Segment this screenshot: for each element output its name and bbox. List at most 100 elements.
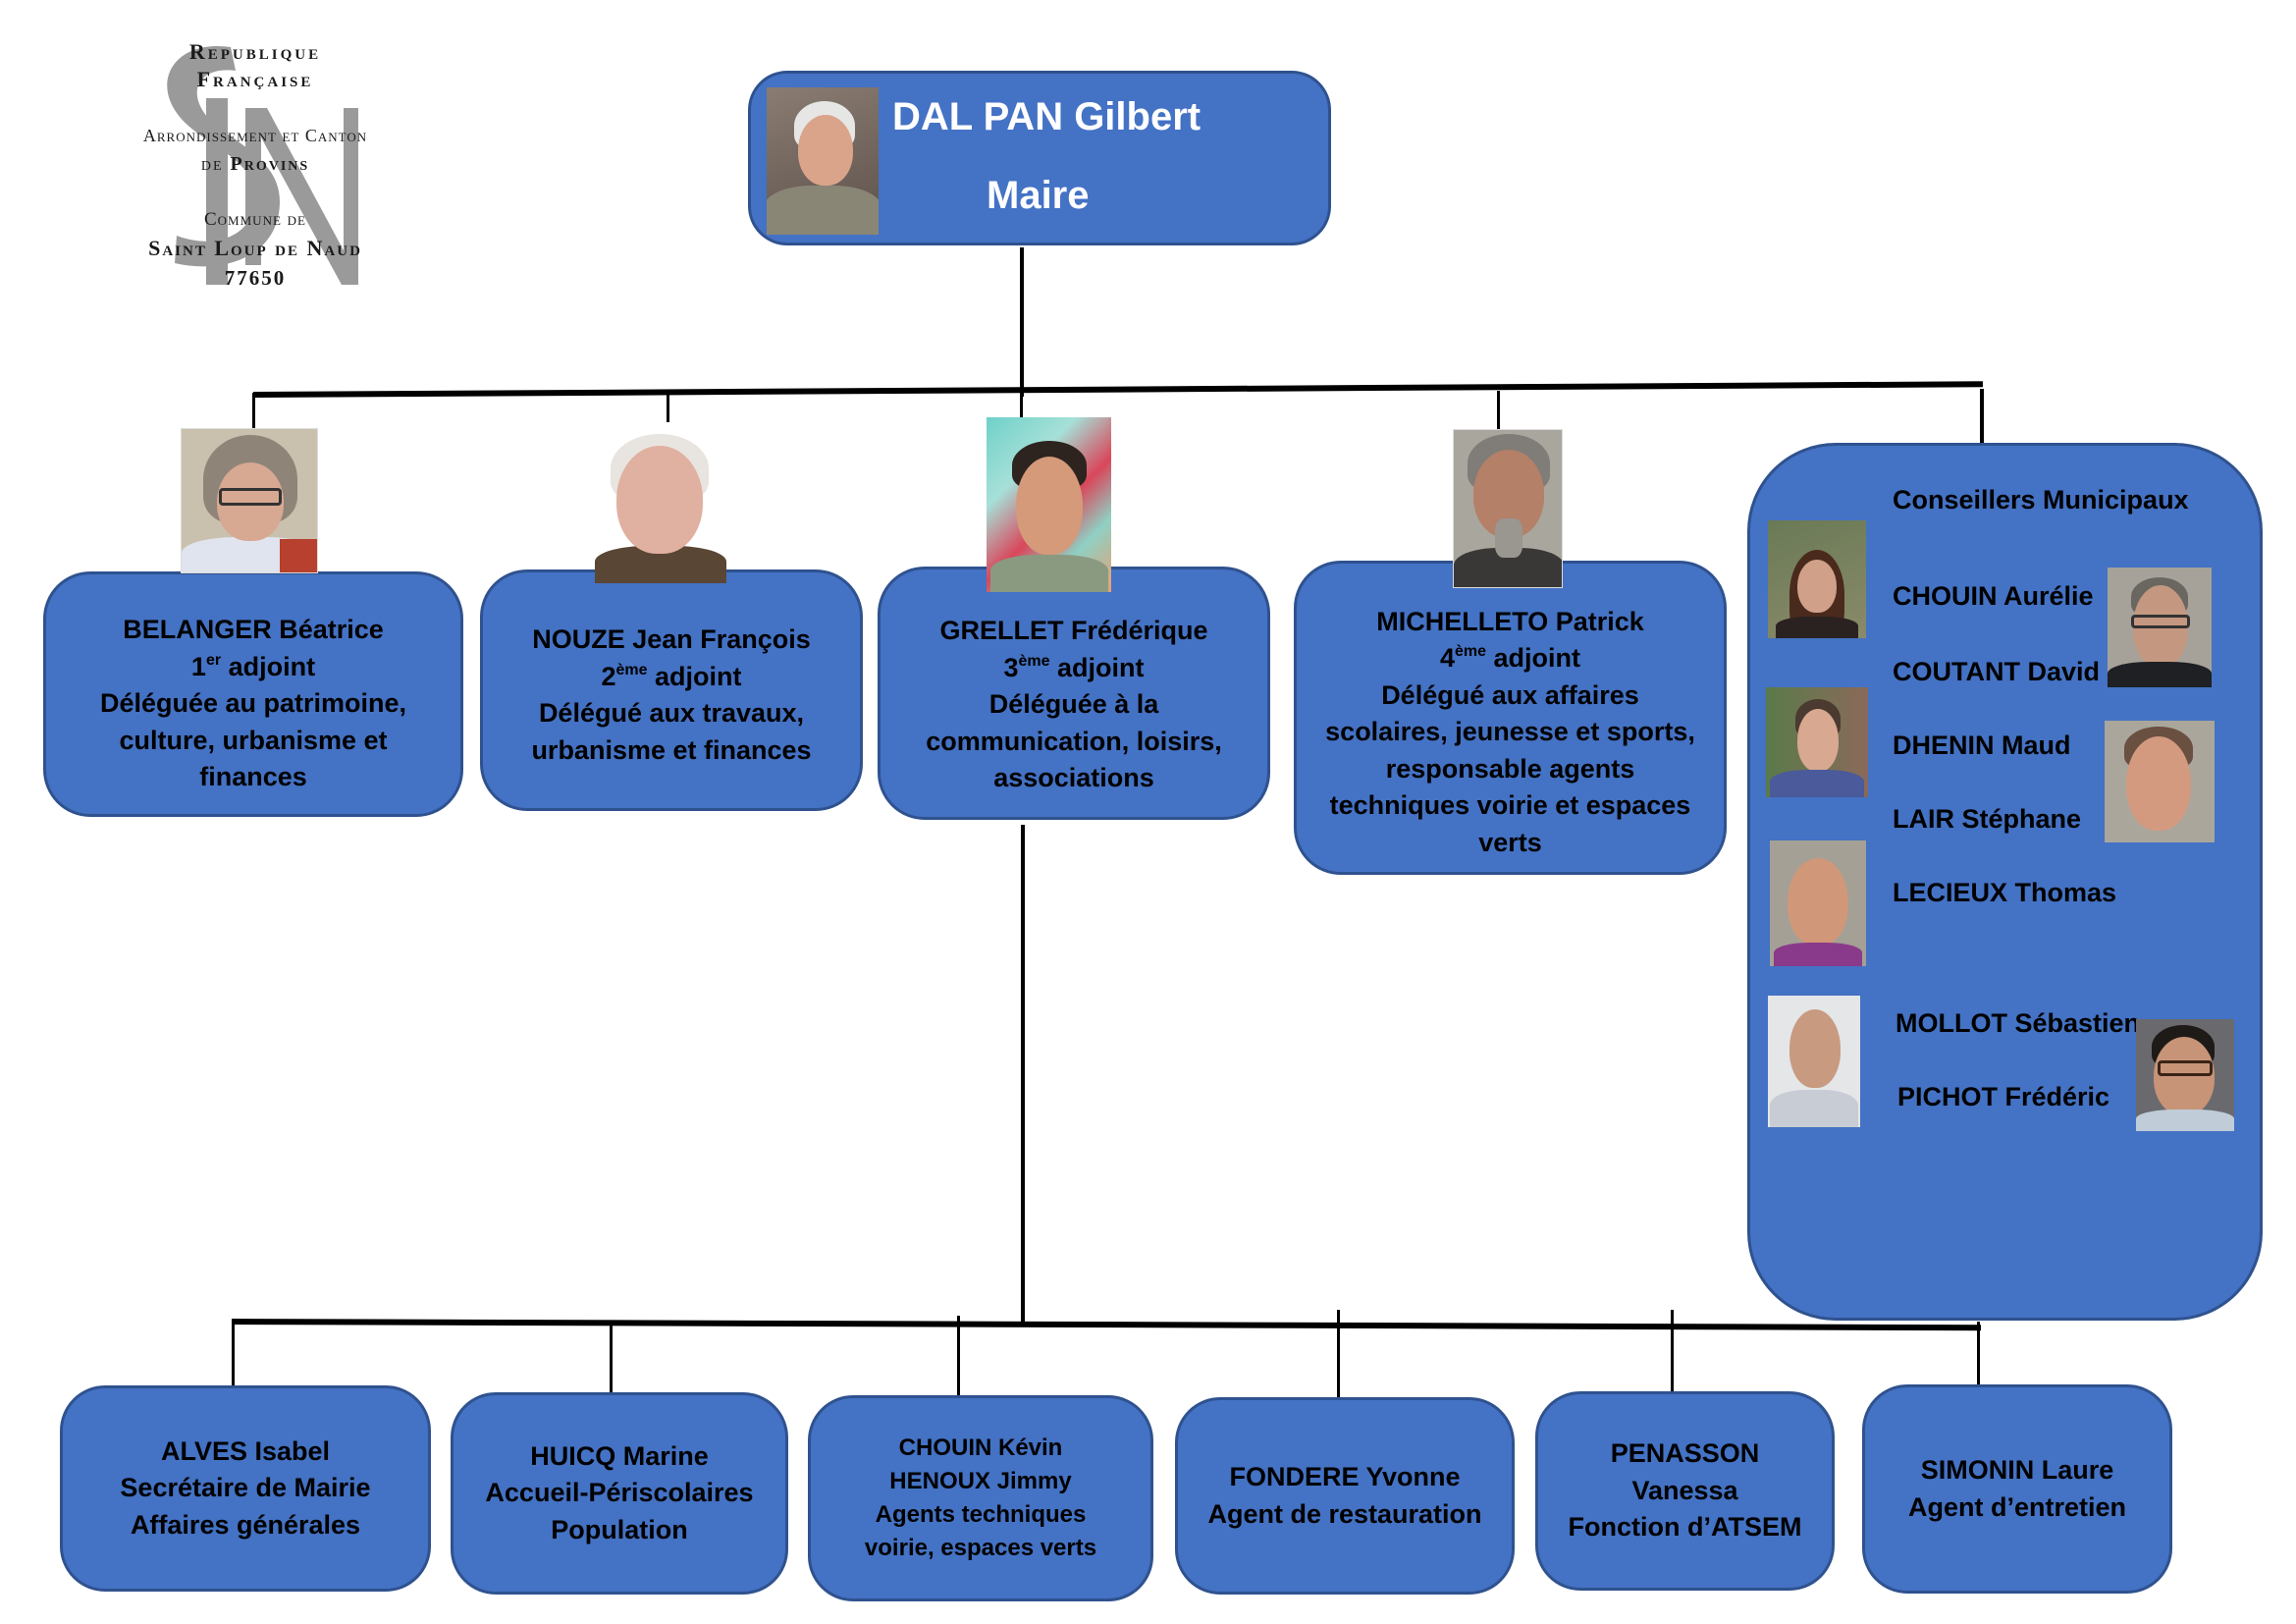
adjoint-rank: 2ème adjoint [601, 659, 741, 696]
conseiller-name: MOLLOT Sébastien [1896, 1008, 2141, 1038]
agent-box-6[interactable]: SIMONIN Laure Agent d’entretien [1862, 1384, 2172, 1594]
agent-box-1[interactable]: ALVES Isabel Secrétaire de Mairie Affair… [60, 1385, 431, 1592]
rank-suffix: ème [1018, 652, 1050, 670]
connector-adjoint-2 [667, 393, 669, 422]
rank-suffix: ème [1454, 643, 1487, 661]
logo-provins-name: Provins [230, 153, 310, 175]
delegation-line: responsable agents [1385, 753, 1635, 784]
agent-box-4[interactable]: FONDERE Yvonne Agent de restauration [1175, 1397, 1515, 1595]
agent-line: Agents techniques [875, 1501, 1087, 1528]
delegation-line: techniques voirie et espaces [1329, 790, 1691, 821]
connector-grellet-down [1021, 825, 1025, 1324]
adjoint-rank: 4ème adjoint [1440, 640, 1580, 677]
connector-maire-down [1020, 247, 1024, 397]
adjoint-box-2[interactable]: NOUZE Jean François 2ème adjoint Délégué… [480, 569, 863, 811]
agent-line: CHOUIN Kévin [898, 1435, 1063, 1461]
rank-suffix: ème [615, 661, 648, 678]
logo-postcode: 77650 [224, 266, 287, 290]
maire-box[interactable]: DAL PAN Gilbert Maire [748, 71, 1331, 245]
agent-line: Affaires générales [130, 1509, 361, 1540]
adjoint-name: BELANGER Béatrice [123, 615, 384, 645]
adjoint-photo-2 [595, 424, 726, 583]
agent-line: Population [551, 1514, 688, 1544]
logo-francaise: Française [196, 67, 314, 91]
logo-republique: Republique [188, 39, 322, 64]
commune-logo: Republique Française Arrondissement et C… [59, 39, 452, 314]
rank-number: 4 [1439, 643, 1455, 674]
logo-provins: de Provins [59, 151, 452, 177]
agent-box-3[interactable]: CHOUIN Kévin HENOUX Jimmy Agents techniq… [808, 1395, 1153, 1601]
delegation-line: verts [1478, 827, 1542, 857]
agent-box-5[interactable]: PENASSON Vanessa Fonction d’ATSEM [1535, 1391, 1835, 1591]
delegation-line: culture, urbanisme et [119, 725, 388, 755]
adjoint-photo-4 [1453, 429, 1563, 588]
rank-word: adjoint [228, 651, 316, 681]
connector-adjoint-1 [252, 393, 255, 432]
connector-agent-3 [957, 1316, 960, 1406]
rank-suffix: er [205, 651, 222, 669]
delegation-line: communication, loisirs, [926, 726, 1222, 756]
delegation-line: Délégué aux affaires [1381, 679, 1639, 710]
connector-adjoints-bar [252, 381, 1983, 398]
conseiller-name: LAIR Stéphane [1893, 804, 2082, 834]
agent-box-2[interactable]: HUICQ Marine Accueil-Périscolaires Popul… [451, 1392, 788, 1595]
connector-conseillers [1980, 389, 1984, 467]
conseiller-name: CHOUIN Aurélie [1893, 581, 2094, 611]
agent-line: ALVES Isabel [160, 1435, 331, 1466]
agent-line: Secrétaire de Mairie [120, 1473, 371, 1503]
agent-line: PENASSON [1610, 1438, 1760, 1469]
agent-line: HUICQ Marine [530, 1440, 709, 1471]
rank-word: adjoint [1493, 643, 1581, 674]
connector-agent-4 [1337, 1310, 1340, 1426]
adjoint-photo-1 [181, 428, 318, 573]
logo-commune-de: Commune de [204, 209, 306, 230]
agent-line: FONDERE Yvonne [1229, 1462, 1461, 1491]
rank-number: 1 [190, 651, 206, 681]
adjoint-box-1[interactable]: BELANGER Béatrice 1er adjoint Déléguée a… [43, 571, 463, 817]
adjoint-rank: 1er adjoint [191, 649, 315, 686]
conseiller-photo-lair [2105, 721, 2215, 842]
logo-monogram-n [245, 108, 358, 285]
delegation-line: Déléguée à la [988, 689, 1159, 720]
delegation-line: scolaires, jeunesse et sports, [1325, 717, 1695, 747]
logo-monogram-s [167, 45, 280, 267]
conseiller-photo-lecieux [1770, 840, 1866, 966]
delegation-line: associations [993, 763, 1154, 793]
connector-agent-6 [1977, 1322, 1980, 1420]
conseiller-name: DHENIN Maud [1893, 731, 2071, 760]
adjoint-rank: 3ème adjoint [1003, 650, 1144, 687]
adjoint-name: NOUZE Jean François [532, 624, 811, 654]
agent-line: voirie, espaces verts [864, 1535, 1097, 1561]
maire-name: DAL PAN Gilbert [892, 95, 1201, 138]
conseiller-photo-chouin [1768, 520, 1866, 638]
agent-line: Vanessa [1631, 1475, 1738, 1505]
logo-monogram [167, 45, 358, 285]
connector-adjoint-3 [1020, 393, 1023, 422]
rank-word: adjoint [655, 661, 742, 691]
conseiller-photo-coutant [2108, 568, 2212, 687]
agent-line: HENOUX Jimmy [889, 1468, 1072, 1494]
adjoint-box-3[interactable]: GRELLET Frédérique 3ème adjoint Déléguée… [878, 567, 1270, 820]
delegation-line: urbanisme et finances [531, 734, 812, 765]
conseiller-name: COUTANT David [1893, 657, 2101, 686]
maire-title: Maire [987, 174, 1090, 217]
connector-agents-bar [231, 1319, 1981, 1331]
adjoint-photo-3 [987, 417, 1111, 592]
conseiller-photo-dhenin [1766, 687, 1868, 797]
connector-adjoint-4 [1497, 391, 1500, 434]
conseiller-name: PICHOT Frédéric [1897, 1082, 2110, 1111]
delegation-line: Délégué aux travaux, [538, 698, 805, 728]
logo-saint-loup: Saint Loup de Naud [148, 236, 362, 260]
connector-agent-2 [610, 1322, 613, 1417]
connector-agent-5 [1671, 1310, 1674, 1408]
adjoint-box-4[interactable]: MICHELLETO Patrick 4ème adjoint Délégué … [1294, 561, 1727, 875]
agent-line: SIMONIN Laure [1920, 1455, 2114, 1485]
adjoint-name: MICHELLETO Patrick [1376, 606, 1644, 636]
conseiller-name: LECIEUX Thomas [1893, 878, 2117, 907]
delegation-line: Déléguée au patrimoine, [99, 688, 407, 719]
maire-photo [767, 87, 879, 235]
agent-line: Agent de restauration [1207, 1498, 1482, 1529]
agent-line: Fonction d’ATSEM [1568, 1512, 1802, 1543]
delegation-line: finances [199, 762, 307, 792]
connector-agent-1 [232, 1322, 235, 1408]
